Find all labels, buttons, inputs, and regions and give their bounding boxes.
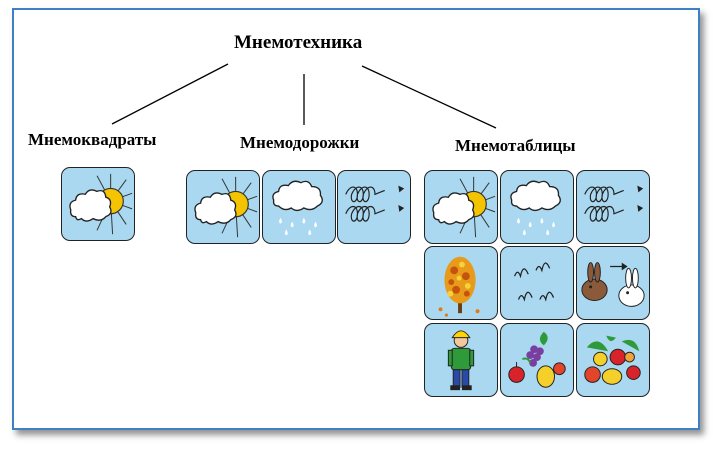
- wind-icon: [345, 185, 405, 222]
- sun-cloud-icon: [69, 173, 133, 235]
- tile-mnemotables-hare-color-change: [576, 246, 650, 320]
- tile-mnemotables-harvest-fruit: [500, 323, 574, 397]
- vegetables-fruit-icon: [584, 335, 641, 385]
- rain-cloud-icon: [272, 180, 323, 236]
- tile-mnemotables-child-dressed: [424, 323, 498, 397]
- branch-label-mnemotables: Мнемотаблицы: [455, 136, 576, 155]
- tile-mnemotables-wind: [576, 170, 650, 244]
- sun-cloud-icon: [432, 176, 496, 238]
- wind-icon: [584, 185, 644, 222]
- flying-birds-icon: [514, 262, 555, 302]
- harvest-fruit-icon: [508, 331, 566, 388]
- hare-color-change-icon: [581, 262, 645, 307]
- tile-mnemotables-sun-cloud: [424, 170, 498, 244]
- branch-label-mnemotracks: Мнемодорожки: [240, 133, 360, 152]
- branch-label-mnemosquares: Мнемоквадраты: [28, 130, 157, 149]
- tile-mnemotracks-wind: [337, 170, 411, 244]
- tile-mnemotracks-rain-cloud: [262, 170, 336, 244]
- tile-mnemotables-vegetables-fruit: [576, 323, 650, 397]
- tile-mnemotables-rain-cloud: [500, 170, 574, 244]
- sun-cloud-icon: [194, 176, 258, 238]
- tile-mnemotracks-sun-cloud: [186, 170, 260, 244]
- autumn-tree-icon: [438, 256, 480, 317]
- rain-cloud-icon: [510, 180, 561, 236]
- child-dressed-icon: [447, 330, 475, 391]
- tile-mnemotables-autumn-tree: [424, 246, 498, 320]
- diagram-title: Мнемотехника: [234, 32, 363, 53]
- tile-mnemotables-flying-birds: [500, 246, 574, 320]
- tile-mnemosquares-sun-cloud: [61, 167, 135, 241]
